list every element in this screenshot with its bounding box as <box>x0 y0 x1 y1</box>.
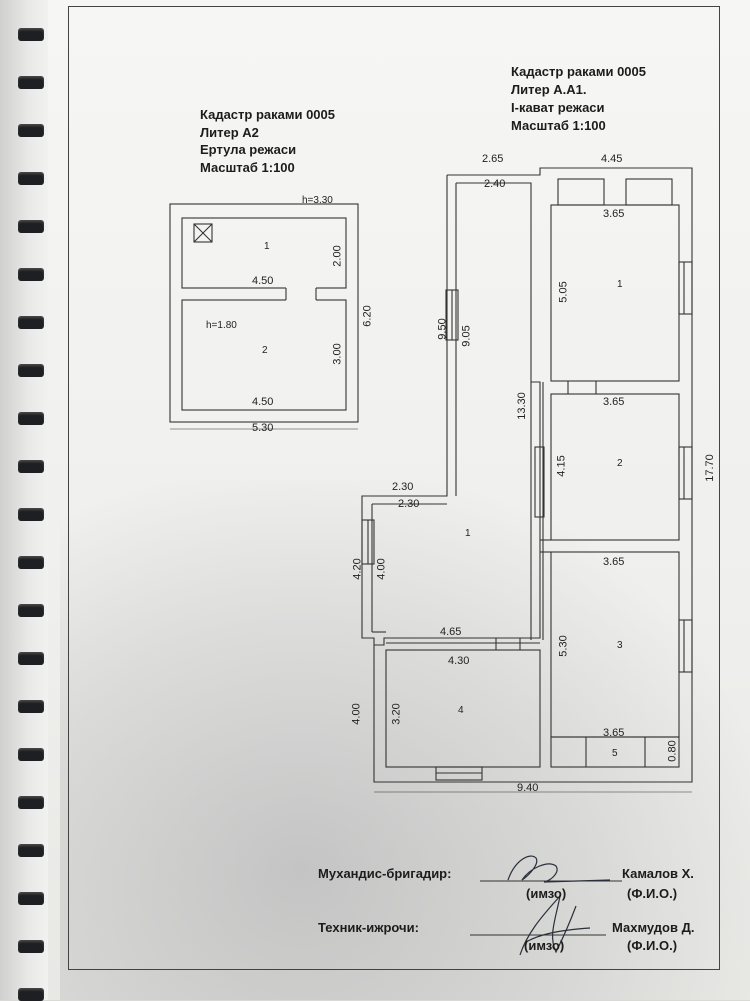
binding-ring <box>18 604 44 617</box>
binding-ring <box>18 748 44 761</box>
right-header-line2: Литер А.А1. <box>511 82 587 97</box>
binding-ring <box>18 124 44 137</box>
dim-basement-total-width: 5.30 <box>252 422 274 434</box>
room-1-label: 1 <box>617 279 623 290</box>
basement-plan <box>169 203 359 430</box>
binding-ring <box>18 892 44 905</box>
right-header-line1: Кадастр раками 0005 <box>511 64 647 79</box>
left-header-line1: Кадастр раками 0005 <box>200 107 336 122</box>
engineer-name-caption: (Ф.И.О.) <box>627 886 678 901</box>
basement-room-1-label: 1 <box>264 241 270 252</box>
right-header-line4: Масштаб 1:100 <box>511 118 606 133</box>
dim-wing-depth: 13.30 <box>515 392 528 420</box>
hall-room-1-label: 1 <box>465 528 471 539</box>
binding-ring <box>18 652 44 665</box>
basement-room2-height-label: h=1.80 <box>206 320 237 331</box>
binding-ring <box>18 268 44 281</box>
binding-ring <box>18 700 44 713</box>
technician-label: Техник-ижрочи: <box>318 920 419 935</box>
left-header-line3: Ертула режаси <box>200 142 297 157</box>
left-header-line2: Литер А2 <box>200 125 259 140</box>
left-header-line4: Масштаб 1:100 <box>200 160 295 175</box>
dim-total-width: 9.40 <box>517 782 539 794</box>
engineer-label: Мухандис-бригадир: <box>318 866 452 881</box>
room-2-label: 2 <box>617 458 623 469</box>
room-4-label: 4 <box>458 705 464 716</box>
dim-basement-room1-depth: 2.00 <box>331 245 344 267</box>
dim-room5-depth: 0.80 <box>666 740 679 762</box>
dim-hall-outer: 4.20 <box>351 558 364 580</box>
technician-sign-caption: (имзо) <box>524 938 565 953</box>
technician-name-caption: (Ф.И.О.) <box>627 938 678 953</box>
dim-basement-room1-width: 4.50 <box>252 275 274 287</box>
first-floor-plan <box>361 167 693 793</box>
dim-total-depth: 17.70 <box>703 454 716 482</box>
binding-ring <box>18 940 44 953</box>
binding-spine <box>0 0 48 1000</box>
dim-room2-depth: 4.15 <box>555 455 568 477</box>
binding-ring <box>18 364 44 377</box>
dim-room1-width: 3.65 <box>603 208 625 220</box>
dim-step-inner: 2.30 <box>398 498 420 510</box>
dim-room3-depth: 5.30 <box>557 635 570 657</box>
dim-room4-inner-depth: 3.20 <box>390 703 403 725</box>
binding-ring <box>18 76 44 89</box>
basement-height-label: h=3.30 <box>302 195 333 206</box>
binding-ring <box>18 316 44 329</box>
signature-marks <box>507 855 611 956</box>
technician-name: Махмудов Д. <box>612 920 695 935</box>
dim-top-left-inner: 2.40 <box>484 178 506 190</box>
dim-corridor-inner: 9.05 <box>460 325 473 347</box>
binding-ring <box>18 556 44 569</box>
dim-room2-width: 3.65 <box>603 396 625 408</box>
binding-ring <box>18 796 44 809</box>
dim-room4-outer-width: 4.65 <box>440 626 462 638</box>
dim-basement-room2-depth: 3.00 <box>331 343 344 365</box>
binding-ring <box>18 172 44 185</box>
binding-ring <box>18 988 44 1001</box>
dim-top-left-outer: 2.65 <box>482 153 504 165</box>
binding-ring <box>18 28 44 41</box>
page-frame <box>68 6 720 970</box>
room-5-label: 5 <box>612 748 618 759</box>
engineer-name: Камалов Х. <box>622 866 694 881</box>
dim-basement-total-depth: 6.20 <box>361 305 374 327</box>
basement-room-2-label: 2 <box>262 345 268 356</box>
binding-ring <box>18 460 44 473</box>
room-3-label: 3 <box>617 640 623 651</box>
dim-corridor-outer: 9.50 <box>436 318 449 340</box>
right-header-line3: I-кават режаси <box>511 100 605 115</box>
dim-step-outer: 2.30 <box>392 481 414 493</box>
dim-room4-inner-width: 4.30 <box>448 655 470 667</box>
dim-room5-width: 3.65 <box>603 727 625 739</box>
dim-hall-inner: 4.00 <box>375 558 388 580</box>
engineer-sign-caption: (имзо) <box>526 886 567 901</box>
binding-ring <box>18 844 44 857</box>
binding-ring <box>18 508 44 521</box>
dim-room4-outer-depth: 4.00 <box>350 703 363 725</box>
binding-ring <box>18 412 44 425</box>
dim-room3-width: 3.65 <box>603 556 625 568</box>
dim-basement-room2-width: 4.50 <box>252 396 274 408</box>
dim-room1-depth: 5.05 <box>557 281 570 303</box>
binding-ring <box>18 220 44 233</box>
dim-top-right-outer: 4.45 <box>601 153 623 165</box>
